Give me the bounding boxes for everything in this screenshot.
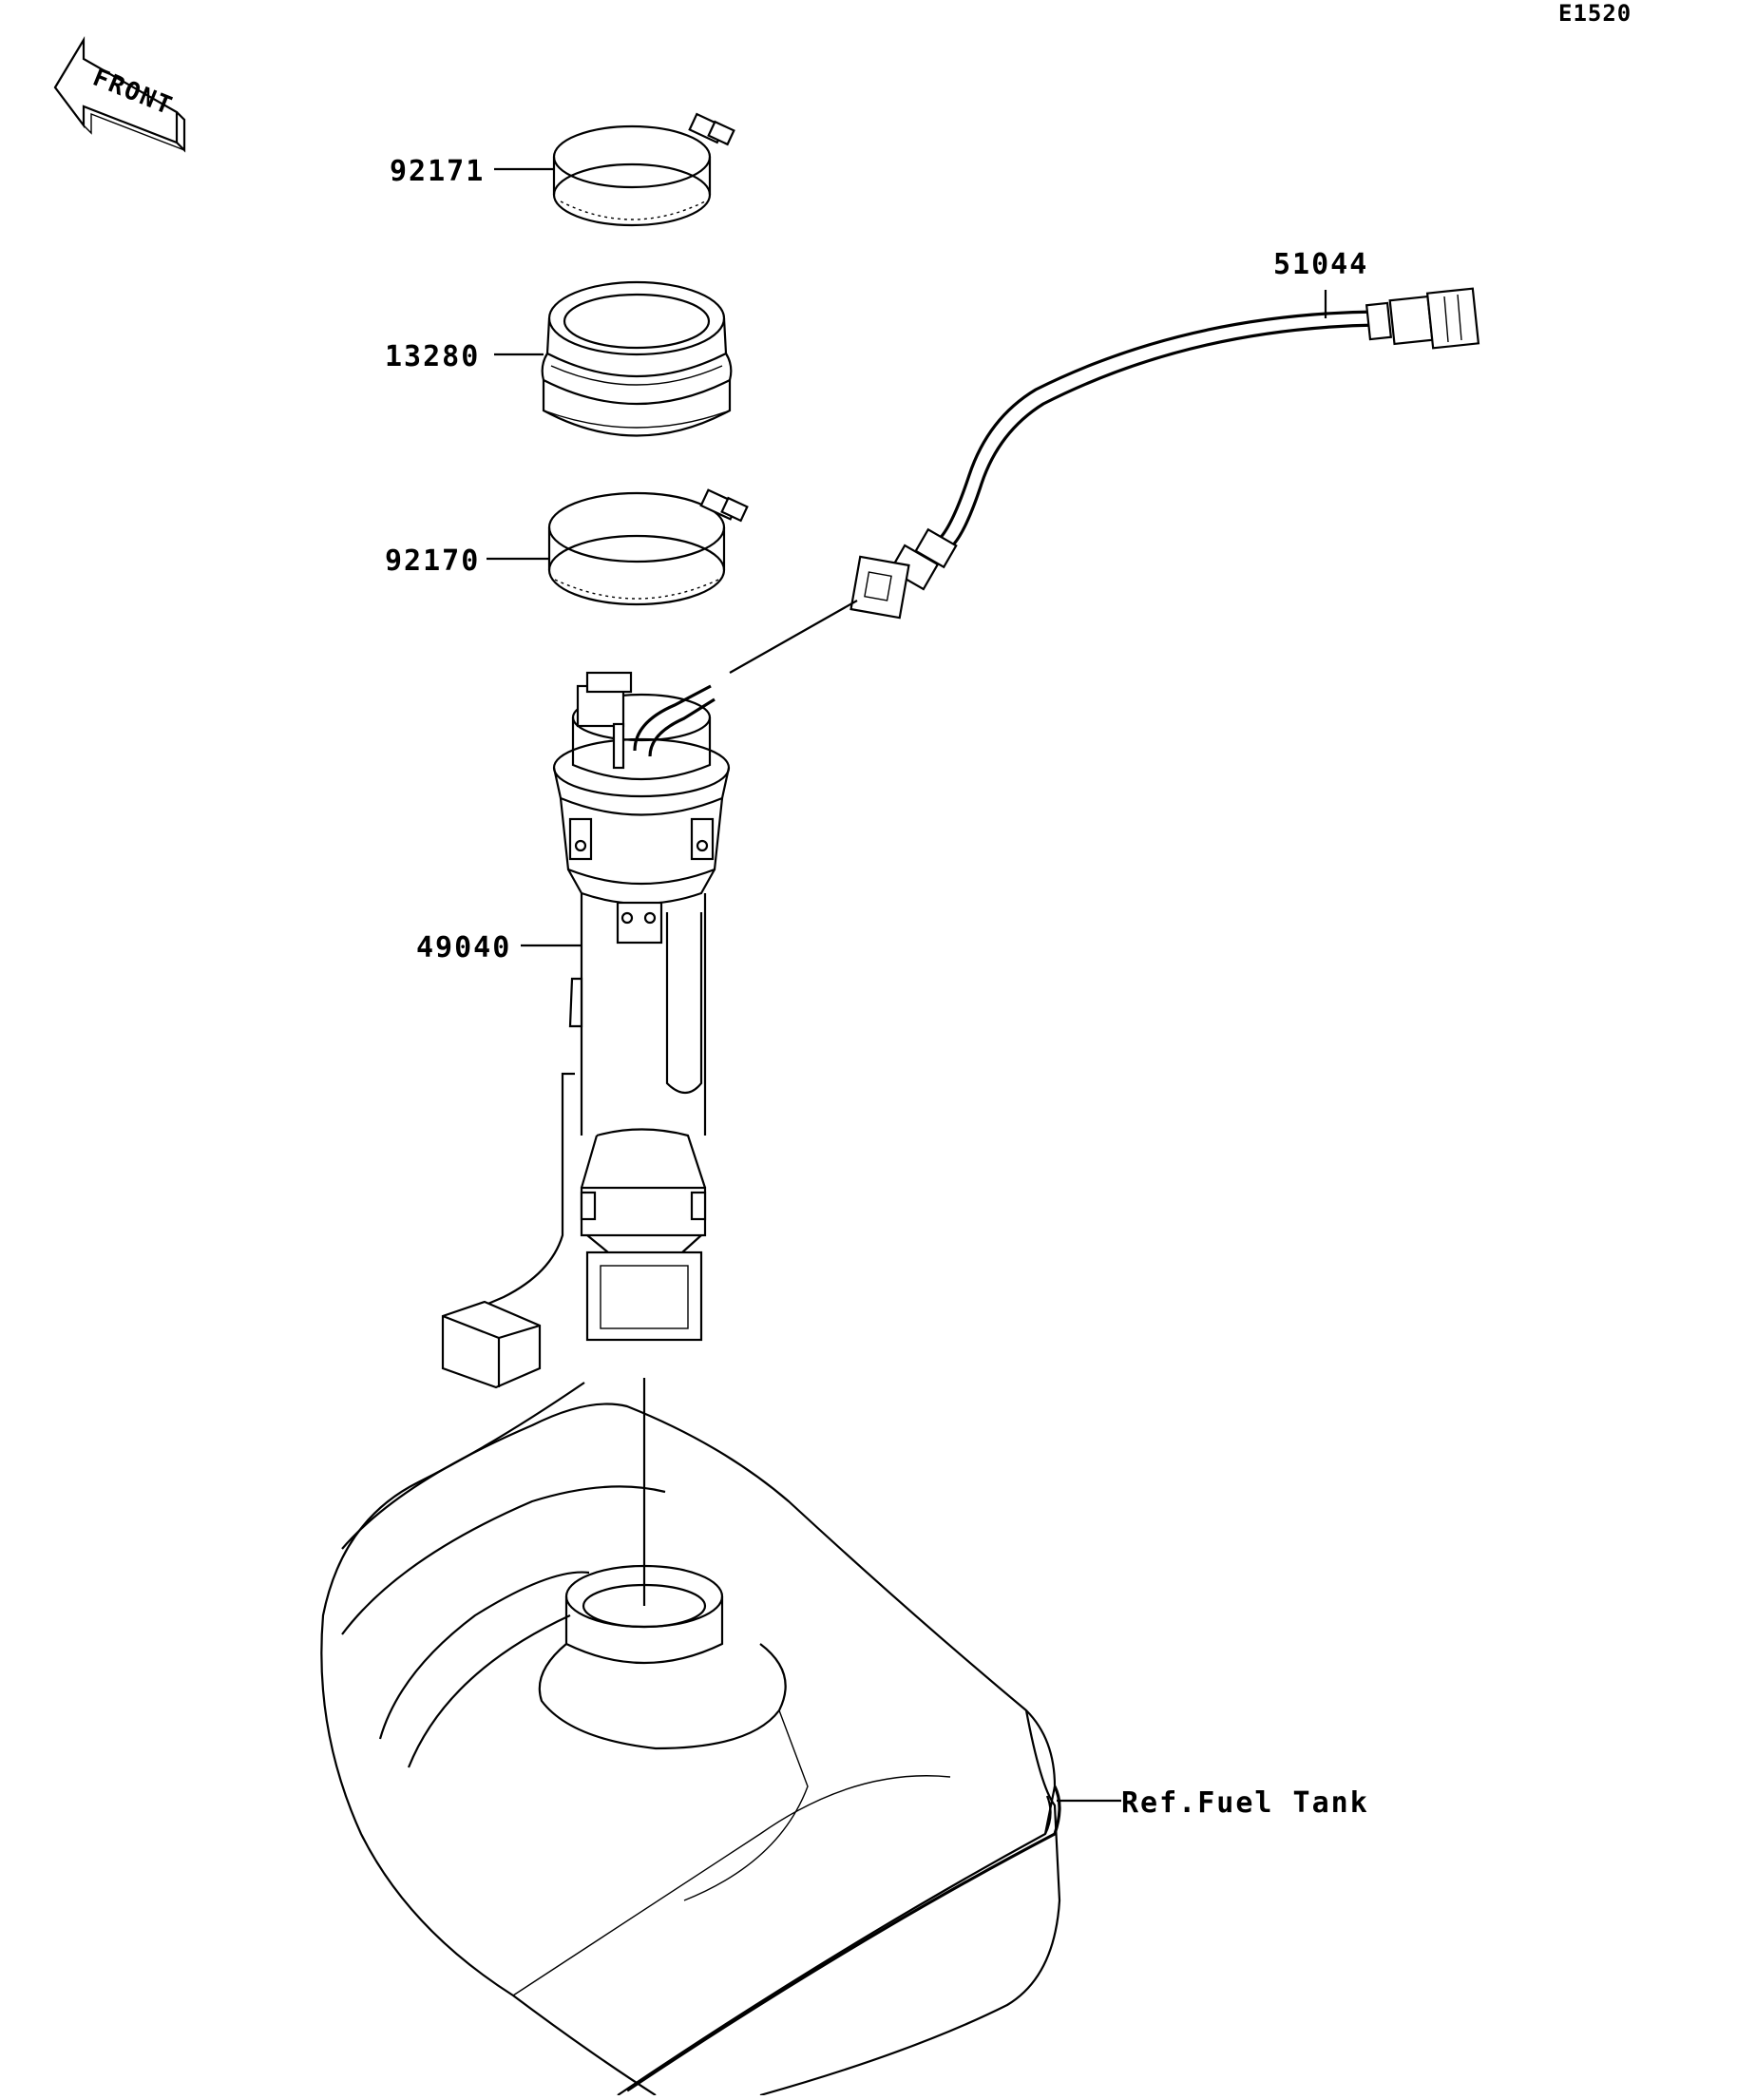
grommet-13280 [541,280,733,437]
fuel-pump-assembly [441,671,731,1389]
callout-92170: 92170 [385,544,480,578]
callout-92171: 92171 [390,155,485,188]
callout-51044: 51044 [1273,248,1368,281]
hose-clamp-bottom [547,488,749,606]
fuel-tank [320,1382,1061,2097]
callout-13280: 13280 [385,340,480,373]
callout-49040: 49040 [416,931,511,964]
hose-clamp-top [552,112,735,227]
callout-ref-fuel-tank: Ref.Fuel Tank [1121,1786,1369,1820]
wire-harness [849,287,1480,620]
diagram-code: E1520 [1558,0,1632,27]
front-arrow-icon: FRONT [53,36,186,153]
